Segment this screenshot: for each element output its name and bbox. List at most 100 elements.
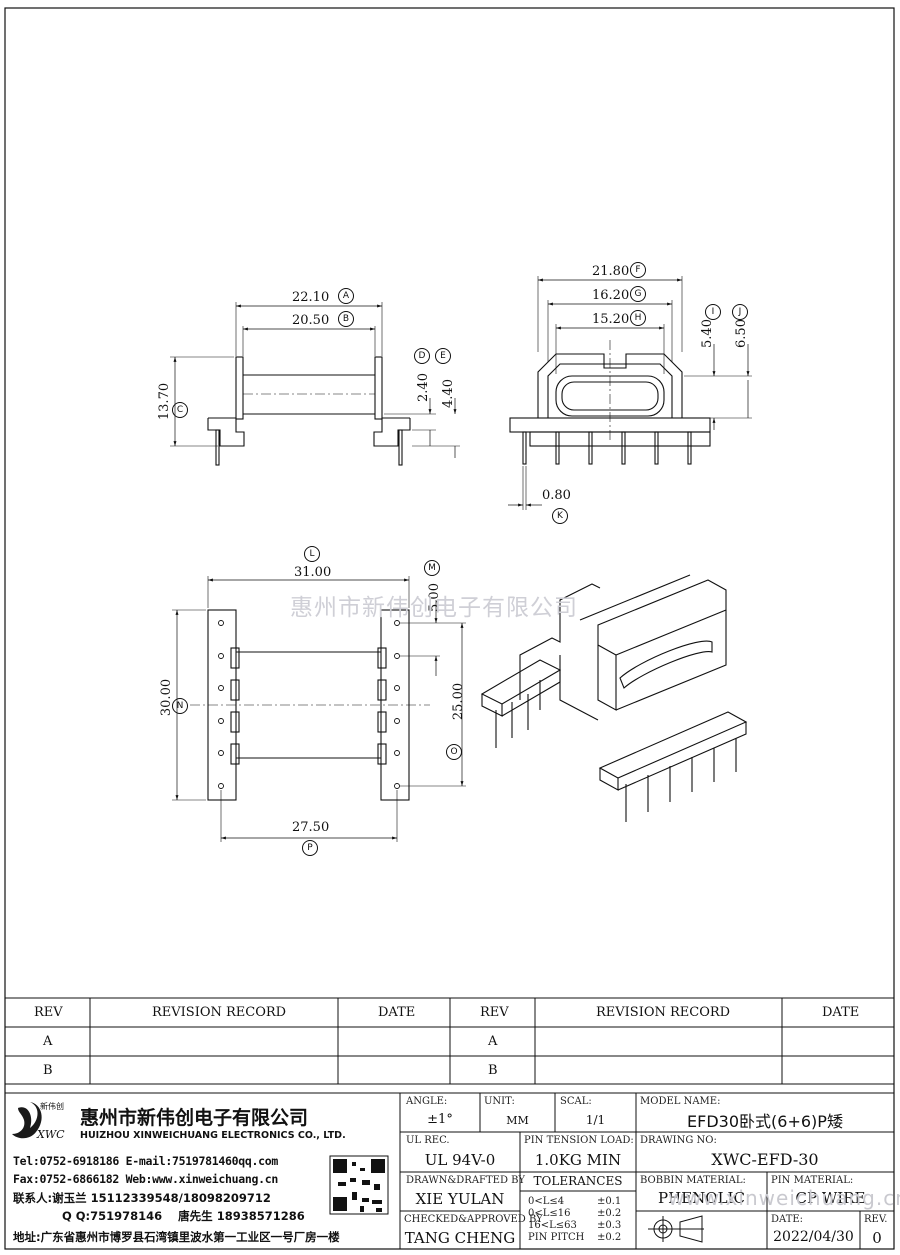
fax-web: Fax:0752-6866182 Web:www.xinweichuang.cn — [13, 1172, 278, 1186]
pin-material-value: CP WIRE — [795, 1189, 866, 1207]
dim-e: 4.40 — [440, 379, 456, 408]
angle-label: ANGLE: — [406, 1096, 448, 1107]
company-name-cn: 惠州市新伟创电子有限公司 — [80, 1107, 309, 1129]
dim-n: 30.00 — [159, 678, 175, 717]
front-view — [508, 276, 752, 510]
bobbin-label: BOBBIN MATERIAL: — [640, 1175, 746, 1186]
drawn-value: XIE YULAN — [415, 1190, 505, 1208]
tol-value-1: ±0.1 — [597, 1196, 622, 1207]
marker-o: O — [446, 744, 462, 760]
logo-small-text: 新伟创 — [40, 1102, 64, 1111]
company-name-en: HUIZHOU XINWEICHUANG ELECTRONICS CO., LT… — [80, 1130, 346, 1141]
model-label: MODEL NAME: — [640, 1096, 721, 1107]
side-view — [170, 302, 460, 466]
drawn-label: DRAWN&DRAFTED BY — [406, 1175, 525, 1186]
rev-value: 0 — [872, 1229, 882, 1247]
drawing-label: DRAWING NO: — [640, 1135, 717, 1146]
dim-b: 20.50 — [292, 313, 330, 328]
marker-m: M — [424, 560, 440, 576]
checked-label: CHECKED&APPROVED BY — [404, 1214, 543, 1225]
date-label: DATE: — [771, 1214, 804, 1225]
rev-a-right: A — [488, 1034, 498, 1049]
marker-n: N — [172, 698, 188, 714]
contact: 联系人:谢玉兰 15112339548/18098209712 — [13, 1191, 271, 1205]
date-value: 2022/04/30 — [773, 1229, 854, 1245]
rev-a-left: A — [43, 1034, 53, 1049]
ul-value: UL 94V-0 — [424, 1151, 496, 1169]
dim-d: 2.40 — [415, 373, 431, 402]
marker-c: C — [172, 402, 188, 418]
marker-k: K — [552, 508, 568, 524]
dim-i: 5.40 — [699, 319, 715, 348]
pin-tension-value: 1.0KG MIN — [534, 1151, 622, 1169]
dim-j: 6.50 — [733, 319, 749, 348]
rev-b-right: B — [488, 1063, 498, 1078]
rev-label: REV. — [864, 1214, 888, 1225]
model-value: EFD30卧式(6+6)P矮 — [687, 1112, 843, 1131]
date-header-1: DATE — [378, 1005, 416, 1020]
rev-header-2: REV — [480, 1005, 509, 1020]
dim-f: 21.80 — [592, 264, 630, 279]
marker-p: P — [302, 840, 318, 856]
unit-value: MM — [506, 1114, 529, 1127]
front-pins — [522, 431, 692, 465]
pin-tension-label: PIN TENSION LOAD: — [524, 1135, 634, 1146]
marker-i: I — [705, 304, 721, 320]
dim-p: 27.50 — [292, 820, 330, 835]
dim-g: 16.20 — [592, 288, 630, 303]
tol-range-3: 16<L≤63 — [528, 1220, 577, 1231]
ul-label: UL REC. — [406, 1135, 450, 1146]
dim-k: 0.80 — [542, 488, 571, 503]
tel-email: Tel:0752-6918186 E-mail:7519781460qq.com — [13, 1154, 278, 1168]
projection-symbol — [648, 1215, 704, 1243]
rev-b-left: B — [43, 1063, 53, 1078]
tol-range-1: 0<L≤4 — [528, 1196, 565, 1207]
rev-header-1: REV — [34, 1005, 63, 1020]
iso-pins — [495, 694, 737, 822]
pin-holes — [218, 620, 400, 789]
revision-record-header-1: REVISION RECORD — [152, 1005, 287, 1020]
sheet-border — [4, 7, 895, 1250]
marker-a: A — [338, 288, 354, 304]
tol-range-2: 0<L≤16 — [528, 1208, 571, 1219]
marker-h: H — [630, 310, 646, 326]
tol-value-4: ±0.2 — [597, 1232, 622, 1243]
dim-a: 22.10 — [292, 290, 330, 305]
unit-label: UNIT: — [484, 1096, 515, 1107]
marker-e: E — [435, 348, 451, 364]
angle-value: ±1° — [427, 1112, 453, 1127]
dim-c: 13.70 — [157, 382, 173, 421]
date-header-2: DATE — [822, 1005, 860, 1020]
drawing-value: XWC-EFD-30 — [711, 1150, 819, 1169]
tol-range-4: PIN PITCH — [528, 1232, 585, 1243]
marker-f: F — [630, 262, 646, 278]
isometric-view — [480, 574, 748, 822]
tol-value-2: ±0.2 — [597, 1208, 622, 1219]
bobbin-value: PHENOLIC — [658, 1189, 745, 1207]
dim-o: 25.00 — [451, 682, 467, 721]
bottom-view — [172, 576, 466, 842]
watermark: 惠州市新伟创电子有限公司 — [290, 595, 578, 621]
marker-l: L — [304, 546, 320, 562]
dim-h: 15.20 — [592, 312, 630, 327]
marker-d: D — [414, 348, 430, 364]
revision-record-header-2: REVISION RECORD — [596, 1005, 731, 1020]
qr-code — [329, 1155, 389, 1215]
scale-label: SCAL: — [560, 1096, 592, 1107]
tol-value-3: ±0.3 — [597, 1220, 622, 1231]
table-grid — [5, 997, 894, 1249]
pin-material-label: PIN MATERIAL: — [771, 1175, 854, 1186]
marker-g: G — [630, 286, 646, 302]
logo-text: XWC — [37, 1128, 65, 1141]
address: 地址:广东省惠州市博罗县石湾镇里波水第一工业区一号厂房一楼 — [13, 1230, 340, 1244]
logo-icon — [12, 1102, 42, 1139]
watermark-url: www.xinweichuang.cn — [668, 1186, 900, 1210]
tolerances-label: TOLERANCES — [533, 1174, 623, 1188]
marker-b: B — [338, 311, 354, 327]
dim-l: 31.00 — [294, 565, 332, 580]
qq-contact: Q Q:751978146 唐先生 18938571286 — [62, 1209, 305, 1223]
checked-value: TANG CHENG — [404, 1229, 516, 1247]
marker-j: J — [732, 304, 748, 320]
